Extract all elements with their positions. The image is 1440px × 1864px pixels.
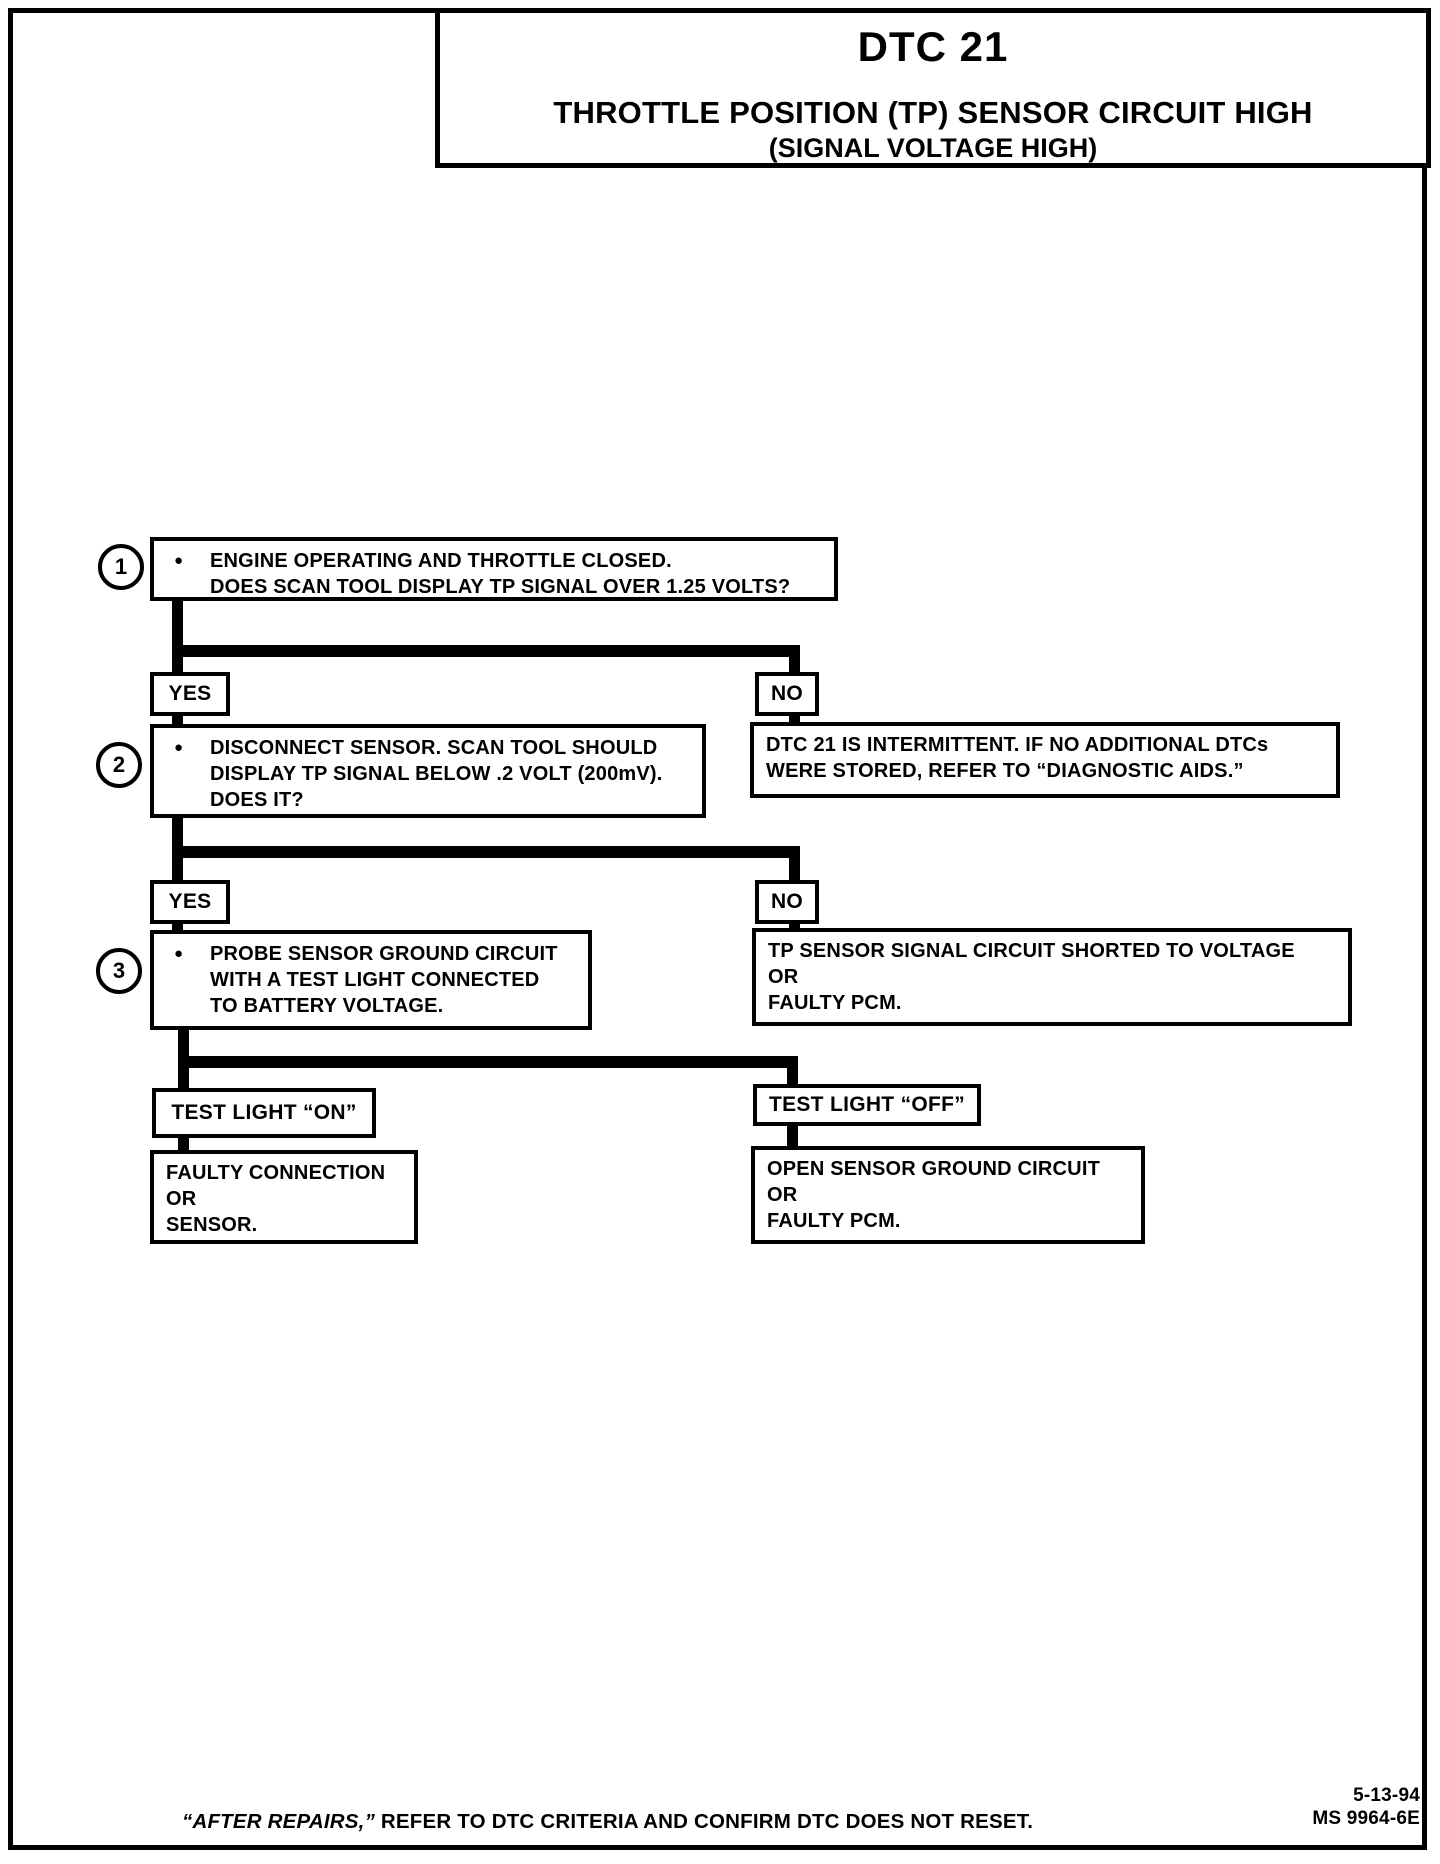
result-shorted-line-1: TP SENSOR SIGNAL CIRCUIT SHORTED TO VOLT…: [768, 940, 1295, 962]
footer-date: 5-13-94: [1353, 1785, 1420, 1806]
decision-test-light-off: TEST LIGHT “OFF”: [753, 1084, 981, 1126]
result-faulty-line-2: OR: [166, 1188, 197, 1210]
connector-branch1: [172, 645, 800, 657]
result-open-line-1: OPEN SENSOR GROUND CIRCUIT: [767, 1158, 1101, 1180]
result-open-line-2: OR: [767, 1184, 798, 1206]
step-1-box: ● ENGINE OPERATING AND THROTTLE CLOSED. …: [150, 537, 838, 601]
dtc-code: DTC 21: [857, 23, 1009, 70]
step-2-line-2: DISPLAY TP SIGNAL BELOW .2 VOLT (200mV).: [210, 763, 663, 785]
footer-note-italic: “AFTER REPAIRS,”: [182, 1810, 376, 1833]
connector-branch2: [172, 846, 800, 858]
step-2-number: 2: [96, 742, 142, 788]
connector-branch1-right-down: [789, 645, 800, 676]
footer-doc-code: MS 9964-6E: [1312, 1808, 1420, 1829]
result-intermittent-line-1: DTC 21 IS INTERMITTENT. IF NO ADDITIONAL…: [766, 734, 1269, 756]
connector-no1-down: [789, 714, 800, 724]
connector-step1-down: [172, 599, 183, 676]
result-open-line-3: FAULTY PCM.: [767, 1210, 901, 1232]
footer-revision-block: 5-13-94 MS 9964-6E: [1312, 1784, 1420, 1830]
result-shorted-line-2: OR: [768, 966, 799, 988]
step-1-number: 1: [98, 544, 144, 590]
step-1-line-2: DOES SCAN TOOL DISPLAY TP SIGNAL OVER 1.…: [210, 576, 791, 598]
result-faulty-line-1: FAULTY CONNECTION: [166, 1162, 386, 1184]
step-3-line-2: WITH A TEST LIGHT CONNECTED: [210, 969, 540, 991]
step-3-number: 3: [96, 948, 142, 994]
step-2-line-1: DISCONNECT SENSOR. SCAN TOOL SHOULD: [210, 737, 658, 759]
title-box: DTC 21 THROTTLE POSITION (TP) SENSOR CIR…: [435, 8, 1431, 168]
result-intermittent-box: DTC 21 IS INTERMITTENT. IF NO ADDITIONAL…: [750, 722, 1340, 798]
result-faulty-connection-box: FAULTY CONNECTION OR SENSOR.: [150, 1150, 418, 1244]
result-shorted-box: TP SENSOR SIGNAL CIRCUIT SHORTED TO VOLT…: [752, 928, 1352, 1026]
connector-no2-down: [789, 922, 800, 932]
result-open-ground-box: OPEN SENSOR GROUND CIRCUIT OR FAULTY PCM…: [751, 1146, 1145, 1244]
page-title: THROTTLE POSITION (TP) SENSOR CIRCUIT HI…: [553, 95, 1313, 130]
connector-testoff-down: [787, 1124, 798, 1148]
connector-branch3: [178, 1056, 798, 1068]
step-3-line-3: TO BATTERY VOLTAGE.: [210, 995, 444, 1017]
step-2-line-3: DOES IT?: [210, 789, 304, 811]
connector-branch2-right-down: [789, 846, 800, 882]
decision-no-2: NO: [755, 880, 819, 924]
result-intermittent-line-2: WERE STORED, REFER TO “DIAGNOSTIC AIDS.”: [766, 760, 1244, 782]
footer-note-rest: REFER TO DTC CRITERIA AND CONFIRM DTC DO…: [375, 1810, 1034, 1833]
result-faulty-line-3: SENSOR.: [166, 1214, 258, 1236]
footer-note: “AFTER REPAIRS,” REFER TO DTC CRITERIA A…: [182, 1810, 1033, 1834]
connector-branch3-right-down: [787, 1056, 798, 1086]
step-2-box: ● DISCONNECT SENSOR. SCAN TOOL SHOULD DI…: [150, 724, 706, 818]
decision-yes-1: YES: [150, 672, 230, 716]
connector-yes1-down: [172, 714, 183, 726]
page-subtitle: (SIGNAL VOLTAGE HIGH): [768, 133, 1098, 163]
connector-teston-down: [178, 1136, 189, 1152]
bullet-icon: ●: [174, 739, 184, 756]
step-1-line-1: ENGINE OPERATING AND THROTTLE CLOSED.: [210, 550, 672, 572]
step-3-line-1: PROBE SENSOR GROUND CIRCUIT: [210, 943, 558, 965]
bullet-icon: ●: [174, 552, 184, 569]
decision-test-light-on: TEST LIGHT “ON”: [152, 1088, 376, 1138]
decision-yes-2: YES: [150, 880, 230, 924]
step-3-box: ● PROBE SENSOR GROUND CIRCUIT WITH A TES…: [150, 930, 592, 1030]
bullet-icon: ●: [174, 945, 184, 962]
decision-no-1: NO: [755, 672, 819, 716]
result-shorted-line-3: FAULTY PCM.: [768, 992, 902, 1014]
connector-yes2-down: [172, 922, 183, 934]
